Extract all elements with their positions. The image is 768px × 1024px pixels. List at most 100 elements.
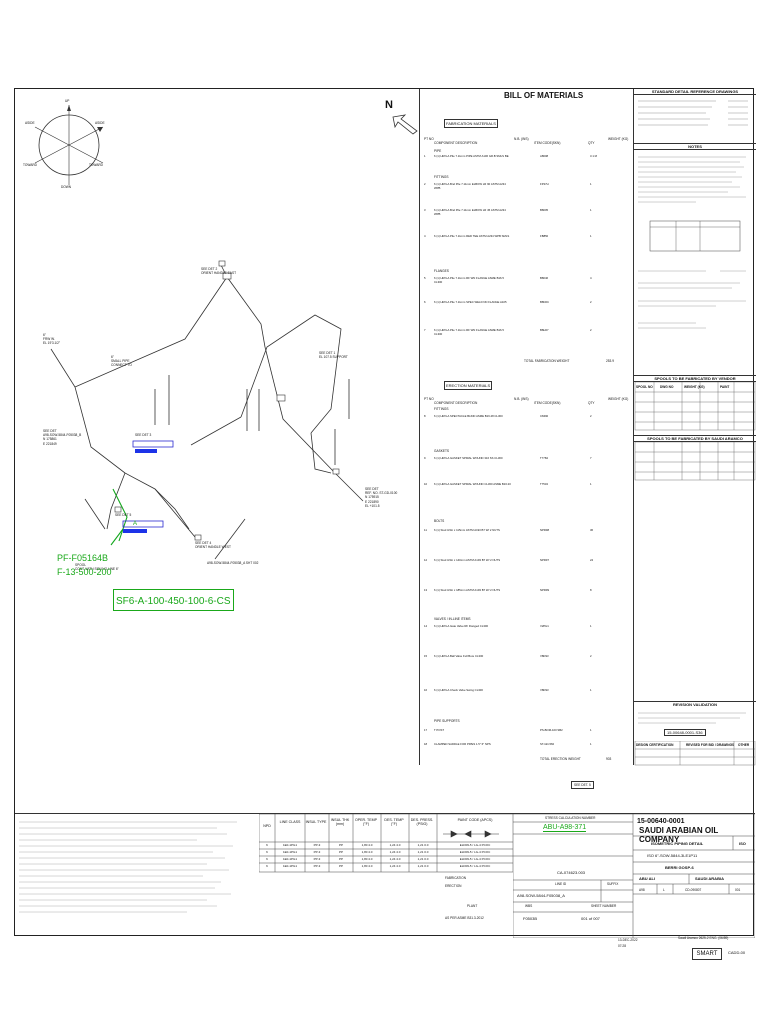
std-detail-header: STANDARD DETAIL REFERENCE DRAWINGS <box>634 89 756 95</box>
bom-qty: 1 <box>590 209 592 212</box>
bom-pt: 10 <box>424 483 428 486</box>
bom-pt: 7 <box>424 329 426 332</box>
row2-dpress: 1,21 0.0 <box>417 857 429 861</box>
bom-qty: 1 <box>590 729 592 732</box>
bom-desc: 6 (1) HRN-A GASKET SPIRAL WOUND CL300 AS… <box>434 483 511 486</box>
col-oper-temp: OPER. TEMP (°F) <box>354 818 378 827</box>
col-des-press: DES. PRESS. (PSIG) <box>410 818 434 827</box>
cd-number: CD-090807 <box>685 888 702 892</box>
col-paint-code: PAINT CODE (APCS) <box>457 818 493 822</box>
row3-dpress: 1,21 0.0 <box>417 864 429 868</box>
cadd-label: CADD-00 <box>728 950 746 955</box>
bom-qty: 1 <box>590 183 592 186</box>
compass-down: DOWN <box>61 185 72 189</box>
north-label: N <box>385 99 393 111</box>
row2-npd: 6 <box>266 857 268 861</box>
bom-code: B8H07 <box>540 329 549 332</box>
bom-erec-row: 15 6 (1) HRN-A Ball Valve Full Bore CL30… <box>422 655 632 669</box>
bom-erec-total: 903 <box>606 757 612 761</box>
notes-lines <box>638 156 746 329</box>
bom-fab-row: 3 6 (1) HRN-A Bnd Pile 7.11mm ELBOW LR 4… <box>422 209 632 223</box>
bom-erec-total-label: TOTAL ERECTION WEIGHT <box>540 757 581 761</box>
std-detail-lines <box>638 100 748 126</box>
detail-kind: ISO <box>739 841 746 846</box>
bom-fab-row: 2 6 (1) HRN-A Bnd Pile 7.11mm ELBOW LR 9… <box>422 183 632 197</box>
bom-desc: 6 (1) HRN-A Ball Valve Full Bore CL300 <box>434 655 484 658</box>
bom-code: B8N0C <box>540 301 550 304</box>
general-notes <box>19 821 237 913</box>
bom-desc: 6 (1) HRN-A Pile 7.11mm RED TEE ASTM A23… <box>434 235 510 238</box>
bom-fab-row: 5 6 (1) HRN-A Pile 7.11mm RF WN FLANGE A… <box>422 277 632 291</box>
bom-desc: T POST <box>434 729 445 732</box>
bom-pt: 8 <box>424 415 426 418</box>
bom-col-pt-2: PT NO <box>424 397 434 401</box>
plant-value: AS PER ASME B31.3-2012 <box>445 916 484 920</box>
bom-code: FP27H <box>540 183 549 186</box>
bom-code: C8490 <box>540 415 549 418</box>
callout-bottom-line: A98-SOW-5844-F05038_A SHT 002 <box>207 561 259 565</box>
bom-col-nb: N.B. (INS) <box>514 137 529 141</box>
row3-oper: 1,80 4.0 <box>361 864 373 868</box>
bom-pt: 15 <box>424 655 428 658</box>
row0-npd: 6 <box>266 843 268 847</box>
location-label: ABU ALI <box>639 876 656 881</box>
row0-dtemp: 1,24 4.0 <box>389 843 401 847</box>
bom-code: B8046 <box>540 277 549 280</box>
bom-erec-header: ERECTION MATERIALS <box>444 381 493 390</box>
bom-erec-row: 8 6 (1) HRN-A SPECTACLE BLIND ASME B16.4… <box>422 415 632 429</box>
row3-thk: PP <box>338 864 343 868</box>
col-des-temp: DES. TEMP (°F) <box>384 818 404 827</box>
bom-erec-row: 12 6 (1) Stud 3/4in x 140mm ASTM A193 B7… <box>422 559 632 573</box>
reference-panel: STANDARD DETAIL REFERENCE DRAWINGS NOTES <box>633 89 756 766</box>
col-npd: NPD <box>263 824 271 828</box>
bom-desc: 6 (1) HRN-A Gate Valve RF Flanged CL300 <box>434 625 489 628</box>
row1-paint: ELD09-5 / LG-4 PCOC <box>459 850 491 854</box>
bill-of-materials: BILL OF MATERIALS FABRICATION MATERIALS … <box>419 89 633 765</box>
arrow-legend <box>443 830 499 838</box>
sheet-value: 001 of 007 <box>581 916 600 921</box>
bom-code: T7534 <box>540 483 548 486</box>
spools-aramco-table <box>634 442 756 481</box>
row1-oper: 1,80 4.0 <box>361 850 373 854</box>
bom-code: V8D93 <box>540 655 549 658</box>
bom-qty: 24 <box>590 559 594 562</box>
revision-lines <box>638 712 746 724</box>
bom-desc: 6 (1) HRN-A SPECTACLE BLIND ASME B16.48 … <box>434 415 503 418</box>
country-label: SAUDI ARABIA <box>695 876 724 881</box>
bom-desc: 6 (1) HRN-A Bnd Pile 7.11mm ELBOW LR 45 … <box>434 209 506 216</box>
insp-col-1: DESIGN CERTIFICATION <box>636 743 674 747</box>
bom-col-item: ITEM CODE(SKN) <box>534 141 561 145</box>
a-marker: A <box>133 521 138 527</box>
bom-col-pt: PT NO <box>424 137 434 141</box>
compass-up: UP <box>65 99 70 103</box>
iso-ref-number: 15-00648-0001-S36 <box>664 729 706 736</box>
row1-thk: PP <box>338 850 343 854</box>
bom-pt: 9 <box>424 457 426 460</box>
bom-code: NPR97 <box>540 559 550 562</box>
std-form: Saudi Aramco 2625-2 ENG. (06/89) <box>678 936 729 940</box>
bom-qty: 36 <box>590 529 594 532</box>
time-stamp: 07:28 <box>618 944 626 948</box>
smart-button[interactable]: SMART <box>692 948 722 960</box>
spool-col-2: DWG NO <box>660 385 674 389</box>
bom-qty: 2 <box>590 655 592 658</box>
bom-qty: 7 <box>590 457 592 460</box>
detail-title: ISOMETRIC PIPING DETAIL <box>651 841 704 846</box>
callout-tag-1: SEE DET 3 <box>135 433 152 437</box>
bom-col-desc: COMPONENT DESCRIPTION <box>434 141 478 145</box>
index-letter: L <box>663 888 665 892</box>
bom-pt: 17 <box>424 729 428 732</box>
revision-validation: REVISION VALIDATION <box>634 701 756 707</box>
row0-class: 1E0-1PG1 <box>282 843 297 847</box>
bom-group-flanges: FLANGES <box>434 269 449 273</box>
row1-dpress: 1,21 0.0 <box>417 850 429 854</box>
plant-label: PLANT <box>467 904 478 908</box>
spools-vendor-header: SPOOLS TO BE FABRICATED BY VENDOR <box>634 375 756 382</box>
bom-code: B8005 <box>540 209 549 212</box>
line-id-label: LINE ID <box>555 882 567 886</box>
bom-code: PS-BOM-100 SB2 <box>540 729 563 732</box>
row0-oper: 1,80 4.0 <box>361 843 373 847</box>
row2-class: 1E0-1PG1 <box>282 857 297 861</box>
